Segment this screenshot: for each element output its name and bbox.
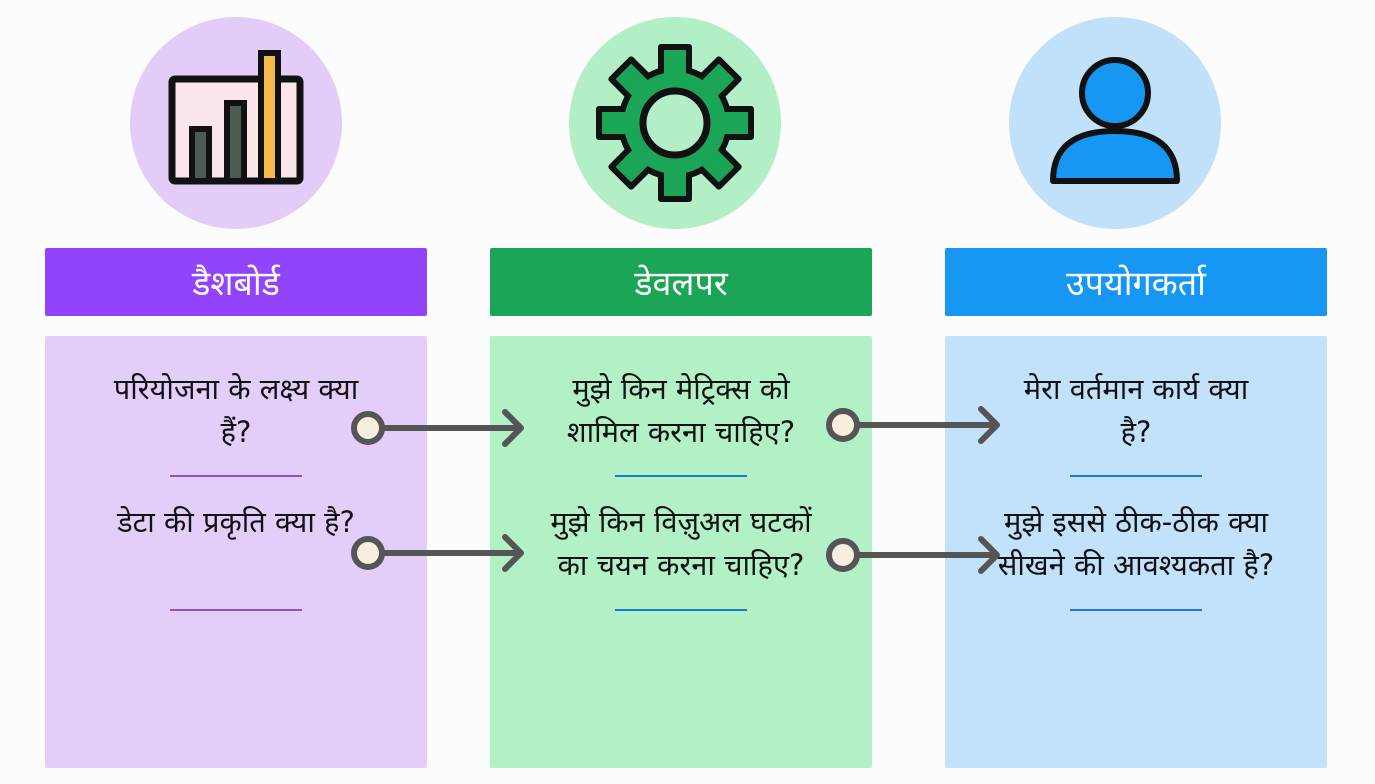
user-question-2: मुझे इससे ठीक-ठीक क्या सीखने की आवश्यकता… xyxy=(997,505,1275,582)
divider xyxy=(170,609,302,611)
dashboard-panel: परियोजना के लक्ष्य क्या हैं? डेटा की प्र… xyxy=(45,336,427,768)
developer-question-1: मुझे किन मेट्रिक्स को शामिल करना चाहिए? xyxy=(566,372,796,449)
user-header: उपयोगकर्ता xyxy=(945,248,1327,316)
dashboard-icon-circle xyxy=(130,17,342,229)
dashboard-question-1: परियोजना के लक्ष्य क्या हैं? xyxy=(113,372,359,449)
dashboard-question-2: डेटा की प्रकृति क्या है? xyxy=(117,505,355,539)
divider xyxy=(170,475,302,477)
user-icon xyxy=(1050,57,1180,184)
user-icon-circle xyxy=(1009,17,1221,229)
dashboard-title: डैशबोर्ड xyxy=(192,264,280,304)
developer-panel: मुझे किन मेट्रिक्स को शामिल करना चाहिए? … xyxy=(490,336,872,768)
gear-icon xyxy=(596,44,754,202)
bar-chart-icon xyxy=(168,50,304,185)
divider xyxy=(615,609,747,611)
developer-title: डेवलपर xyxy=(634,264,728,304)
developer-icon-circle xyxy=(569,17,781,229)
divider xyxy=(615,475,747,477)
developer-header: डेवलपर xyxy=(490,248,872,316)
user-panel: मेरा वर्तमान कार्य क्या है? मुझे इससे ठी… xyxy=(945,336,1327,768)
user-question-1: मेरा वर्तमान कार्य क्या है? xyxy=(1023,372,1249,449)
user-title: उपयोगकर्ता xyxy=(1066,264,1206,304)
dashboard-header: डैशबोर्ड xyxy=(45,248,427,316)
divider xyxy=(1070,475,1202,477)
divider xyxy=(1070,609,1202,611)
developer-question-2: मुझे किन विज़ुअल घटकों का चयन करना चाहिए… xyxy=(550,505,812,582)
